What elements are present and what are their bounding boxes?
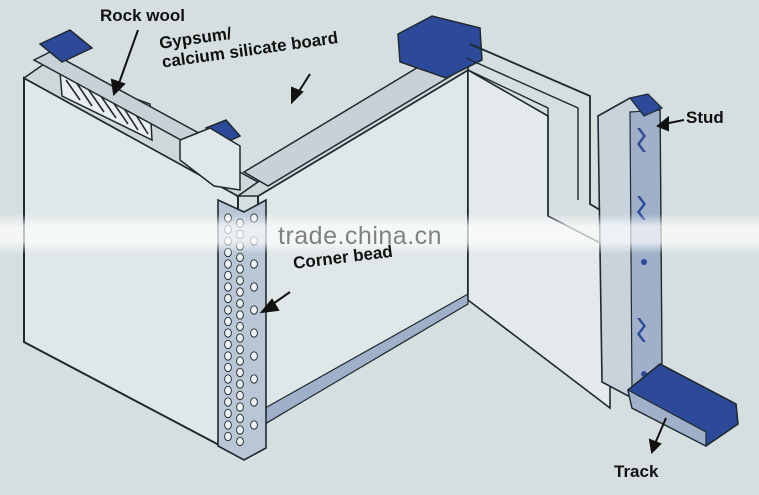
far-inner-edge	[467, 69, 549, 216]
perforation-hole	[224, 339, 232, 350]
perforation-hole	[224, 362, 232, 373]
perforation-hole	[224, 270, 232, 281]
watermark: trade.china.cn	[278, 222, 443, 250]
perforation-hole	[224, 316, 232, 327]
perforation-hole	[236, 344, 244, 355]
perforation-hole	[224, 408, 232, 419]
perforation-hole	[236, 413, 244, 424]
perforation-hole	[236, 321, 244, 332]
far-top-channel-inner	[465, 57, 579, 200]
far-top-channel	[469, 43, 601, 211]
perforation-hole	[236, 402, 244, 412]
perforation-hole	[236, 379, 244, 389]
perforation-hole	[224, 374, 232, 384]
corner-bead-perforations	[224, 213, 258, 447]
perforation-hole	[250, 397, 258, 407]
label-rock-wool: Rock wool	[100, 6, 186, 25]
perforation-hole	[236, 367, 244, 378]
perforation-hole	[224, 351, 232, 361]
perforation-hole	[236, 436, 244, 447]
perforation-hole	[236, 252, 244, 263]
perforation-hole	[236, 264, 244, 274]
left-stud-end-1	[38, 29, 94, 63]
watermark-band	[0, 214, 759, 254]
perforation-hole	[224, 305, 232, 315]
perforation-hole	[250, 282, 258, 292]
perforation-hole	[250, 305, 258, 315]
callout-arrows	[110, 29, 685, 455]
label-stud: Stud	[686, 108, 724, 127]
perforation-hole	[224, 431, 232, 442]
perforation-hole	[236, 287, 244, 297]
perforation-hole	[236, 298, 244, 309]
perforation-hole	[236, 390, 244, 401]
perforation-hole	[224, 385, 232, 396]
perforation-hole	[250, 374, 258, 384]
bottom-track-flange	[627, 388, 707, 447]
label-track: Track	[614, 462, 659, 481]
perforation-hole	[224, 282, 232, 292]
perforation-hole	[224, 397, 232, 407]
perforation-hole	[250, 351, 258, 361]
perforation-hole	[236, 333, 244, 343]
perforation-hole	[224, 420, 232, 430]
perforation-hole	[224, 259, 232, 269]
perforation-hole	[236, 425, 244, 435]
perforation-hole	[236, 310, 244, 320]
perforation-hole	[236, 275, 244, 286]
perforation-hole	[250, 328, 258, 338]
perforation-hole	[224, 293, 232, 304]
perforation-hole	[250, 259, 258, 269]
left-stud-flange	[179, 127, 241, 191]
perforation-hole	[236, 356, 244, 366]
stud-top-cap	[628, 93, 664, 117]
perforation-hole	[224, 328, 232, 338]
perforation-hole	[250, 420, 258, 430]
right-stud-end	[397, 15, 483, 79]
